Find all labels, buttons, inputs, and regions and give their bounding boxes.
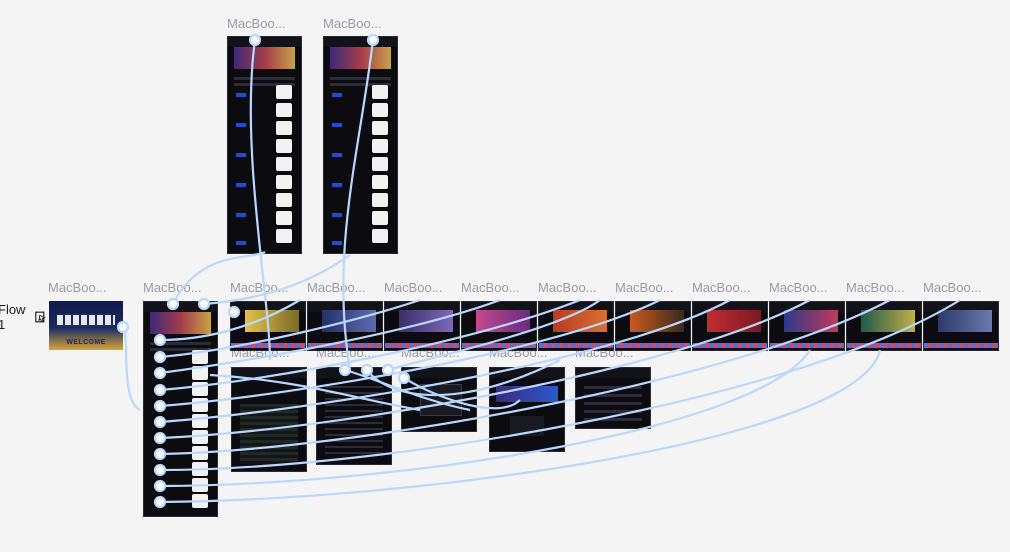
frame-label: MacBoo... [307, 280, 366, 295]
login-screen[interactable] [401, 367, 477, 432]
team-list-screen[interactable] [323, 36, 398, 254]
frame-label: MacBoo... [461, 280, 520, 295]
frame-label: MacBoo... [48, 280, 107, 295]
flow-badge[interactable]: Flow 1 [0, 302, 46, 332]
home-screen[interactable] [143, 301, 218, 517]
frame-label: MacBoo... [692, 280, 751, 295]
frame-label: MacBoo... [846, 280, 905, 295]
frame-label: MacBoo... [538, 280, 597, 295]
team-detail-screen[interactable] [615, 301, 691, 351]
team-detail-screen[interactable] [769, 301, 845, 351]
team-detail-screen[interactable] [461, 301, 537, 351]
team-detail-screen[interactable] [692, 301, 768, 351]
team-detail-screen[interactable] [230, 301, 306, 351]
welcome-screen[interactable]: WELCOME [49, 301, 123, 350]
news-screen[interactable] [575, 367, 651, 429]
frame-label: MacBoo... [384, 280, 443, 295]
team-detail-screen[interactable] [307, 301, 383, 351]
team-detail-screen[interactable] [923, 301, 999, 351]
team-detail-screen[interactable] [384, 301, 460, 351]
welcome-text: WELCOME [66, 339, 106, 346]
frame-label: MacBoo... [230, 280, 289, 295]
fan-engagement-screen[interactable] [489, 367, 565, 452]
play-cursor-icon[interactable] [34, 310, 46, 324]
team-list-screen[interactable] [227, 36, 302, 254]
frame-label: MacBoo... [323, 16, 382, 31]
team-logos [57, 315, 115, 325]
schedule-screen[interactable] [316, 367, 392, 465]
team-detail-screen[interactable] [538, 301, 614, 351]
frame-label: MacBoo... [143, 280, 202, 295]
team-detail-screen[interactable] [846, 301, 922, 351]
frame-label: MacBoo... [769, 280, 828, 295]
frame-label: MacBoo... [227, 16, 286, 31]
frame-label: MacBoo... [923, 280, 982, 295]
flow-label: Flow 1 [0, 302, 26, 332]
stats-screen[interactable] [231, 367, 307, 472]
frame-label: MacBoo... [615, 280, 674, 295]
